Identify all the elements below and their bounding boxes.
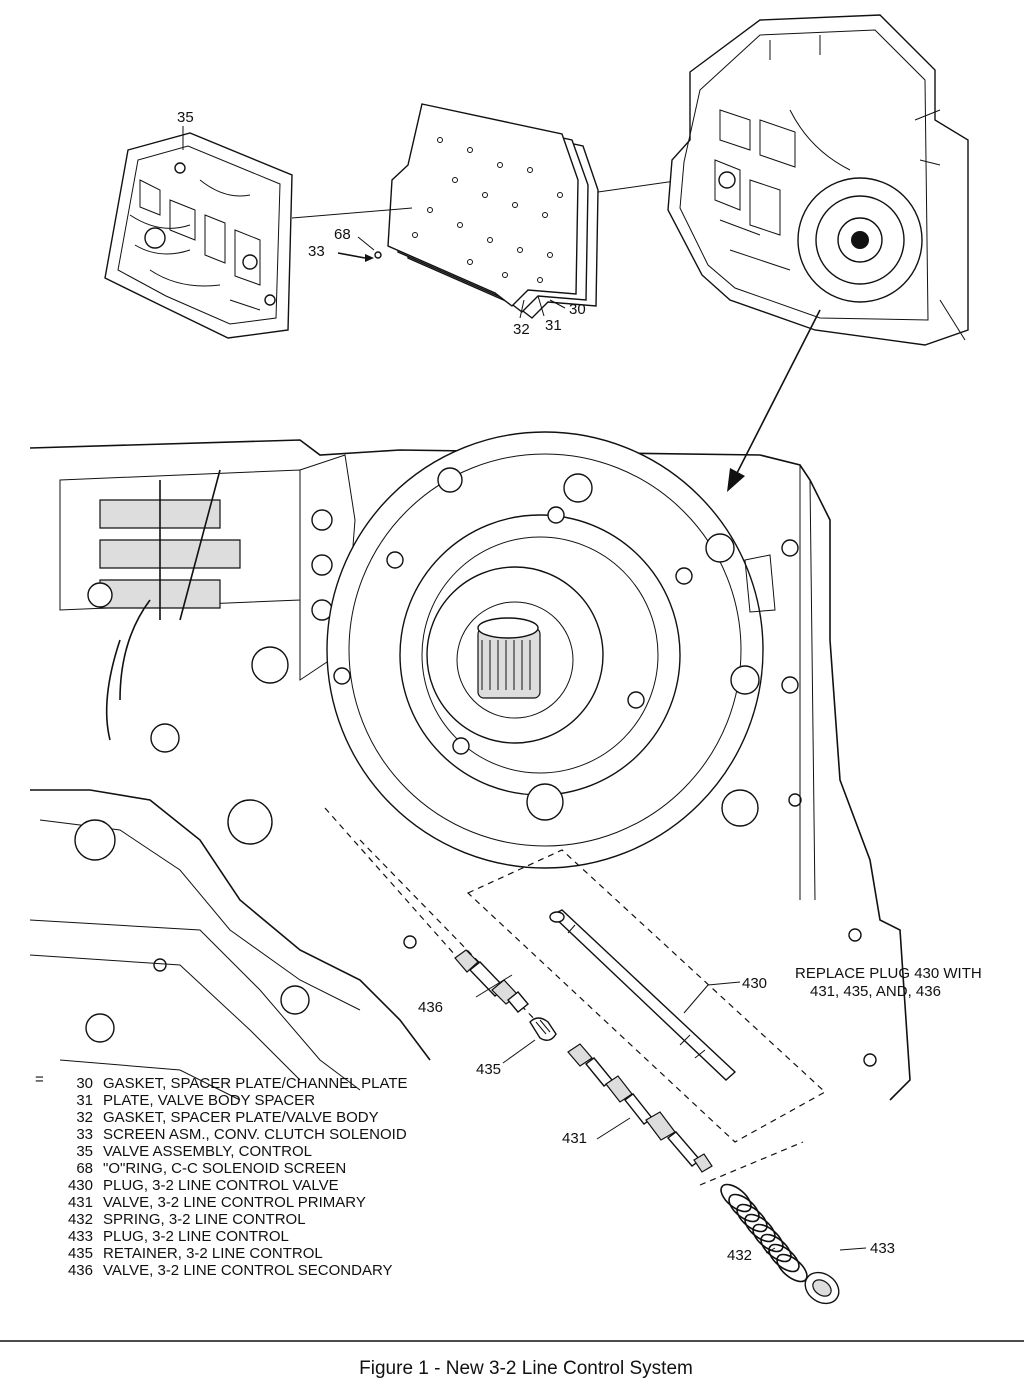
legend-desc: RETAINER, 3-2 LINE CONTROL: [103, 1245, 323, 1262]
legend-num: 68: [76, 1160, 93, 1177]
callout-31: 31: [545, 317, 562, 334]
callout-35: 35: [177, 109, 194, 126]
part-435-retainer: [529, 1017, 557, 1041]
callout-432: 432: [727, 1247, 752, 1264]
callout-30: 30: [569, 301, 586, 318]
legend-desc: "O"RING, C-C SOLENOID SCREEN: [103, 1160, 346, 1177]
part-431-primary-valve: [567, 1043, 713, 1173]
callout-68: 68: [334, 226, 351, 243]
legend-num: 436: [68, 1262, 93, 1279]
legend-num: 30: [76, 1075, 93, 1092]
legend-desc: GASKET, SPACER PLATE/VALVE BODY: [103, 1109, 379, 1126]
solenoid-screen-drawing: [337, 236, 382, 262]
part-433-plug: [804, 1271, 840, 1305]
legend-num: 32: [76, 1109, 93, 1126]
part-430-plug: [549, 909, 737, 1081]
transmission-case-drawing: [667, 14, 969, 346]
legend-num: 35: [76, 1143, 93, 1160]
legend-desc: SCREEN ASM., CONV. CLUTCH SOLENOID: [103, 1126, 407, 1143]
callout-433: 433: [870, 1240, 895, 1257]
legend-num: 435: [68, 1245, 93, 1262]
legend-desc: GASKET, SPACER PLATE/CHANNEL PLATE: [103, 1075, 408, 1092]
legend-desc: VALVE, 3-2 LINE CONTROL SECONDARY: [103, 1262, 393, 1279]
part-436-secondary-valve: [454, 949, 529, 1013]
legend-desc: PLUG, 3-2 LINE CONTROL: [103, 1228, 289, 1245]
valve-body-assembly-drawing: [104, 126, 293, 339]
callout-435: 435: [476, 1061, 501, 1078]
callout-33: 33: [308, 243, 325, 260]
part-432-spring: [720, 1183, 808, 1283]
legend-desc: PLATE, VALVE BODY SPACER: [103, 1092, 315, 1109]
legend-num: 433: [68, 1228, 93, 1245]
legend-desc: SPRING, 3-2 LINE CONTROL: [103, 1211, 306, 1228]
note-line-2: 431, 435, AND, 436: [810, 983, 941, 1000]
callout-430: 430: [742, 975, 767, 992]
callout-436: 436: [418, 999, 443, 1016]
callout-431: 431: [562, 1130, 587, 1147]
case-detail-view: [29, 431, 911, 1101]
exploded-parts: [324, 807, 867, 1305]
legend-num: 432: [68, 1211, 93, 1228]
callout-32: 32: [513, 321, 530, 338]
replacement-note: REPLACE PLUG 430 WITH 431, 435, AND, 436: [795, 965, 982, 1000]
legend-num: 431: [68, 1194, 93, 1211]
spacer-plate-assembly-drawing: [387, 103, 599, 319]
legend-marker: =: [35, 1071, 44, 1088]
legend-desc: VALVE ASSEMBLY, CONTROL: [103, 1143, 312, 1160]
detail-arrow: [727, 309, 821, 492]
legend-num: 33: [76, 1126, 93, 1143]
legend-num: 430: [68, 1177, 93, 1194]
legend-num: 31: [76, 1092, 93, 1109]
callouts: 35 68 33 30 32 31 430 436 435 431 432 43…: [177, 109, 895, 1264]
parts-legend: = 30 GASKET, SPACER PLATE/CHANNEL PLATE …: [35, 1071, 408, 1279]
legend-desc: PLUG, 3-2 LINE CONTROL VALVE: [103, 1177, 339, 1194]
figure-caption: Figure 1 - New 3-2 Line Control System: [359, 1358, 693, 1379]
note-line-1: REPLACE PLUG 430 WITH: [795, 965, 982, 982]
legend-desc: VALVE, 3-2 LINE CONTROL PRIMARY: [103, 1194, 366, 1211]
